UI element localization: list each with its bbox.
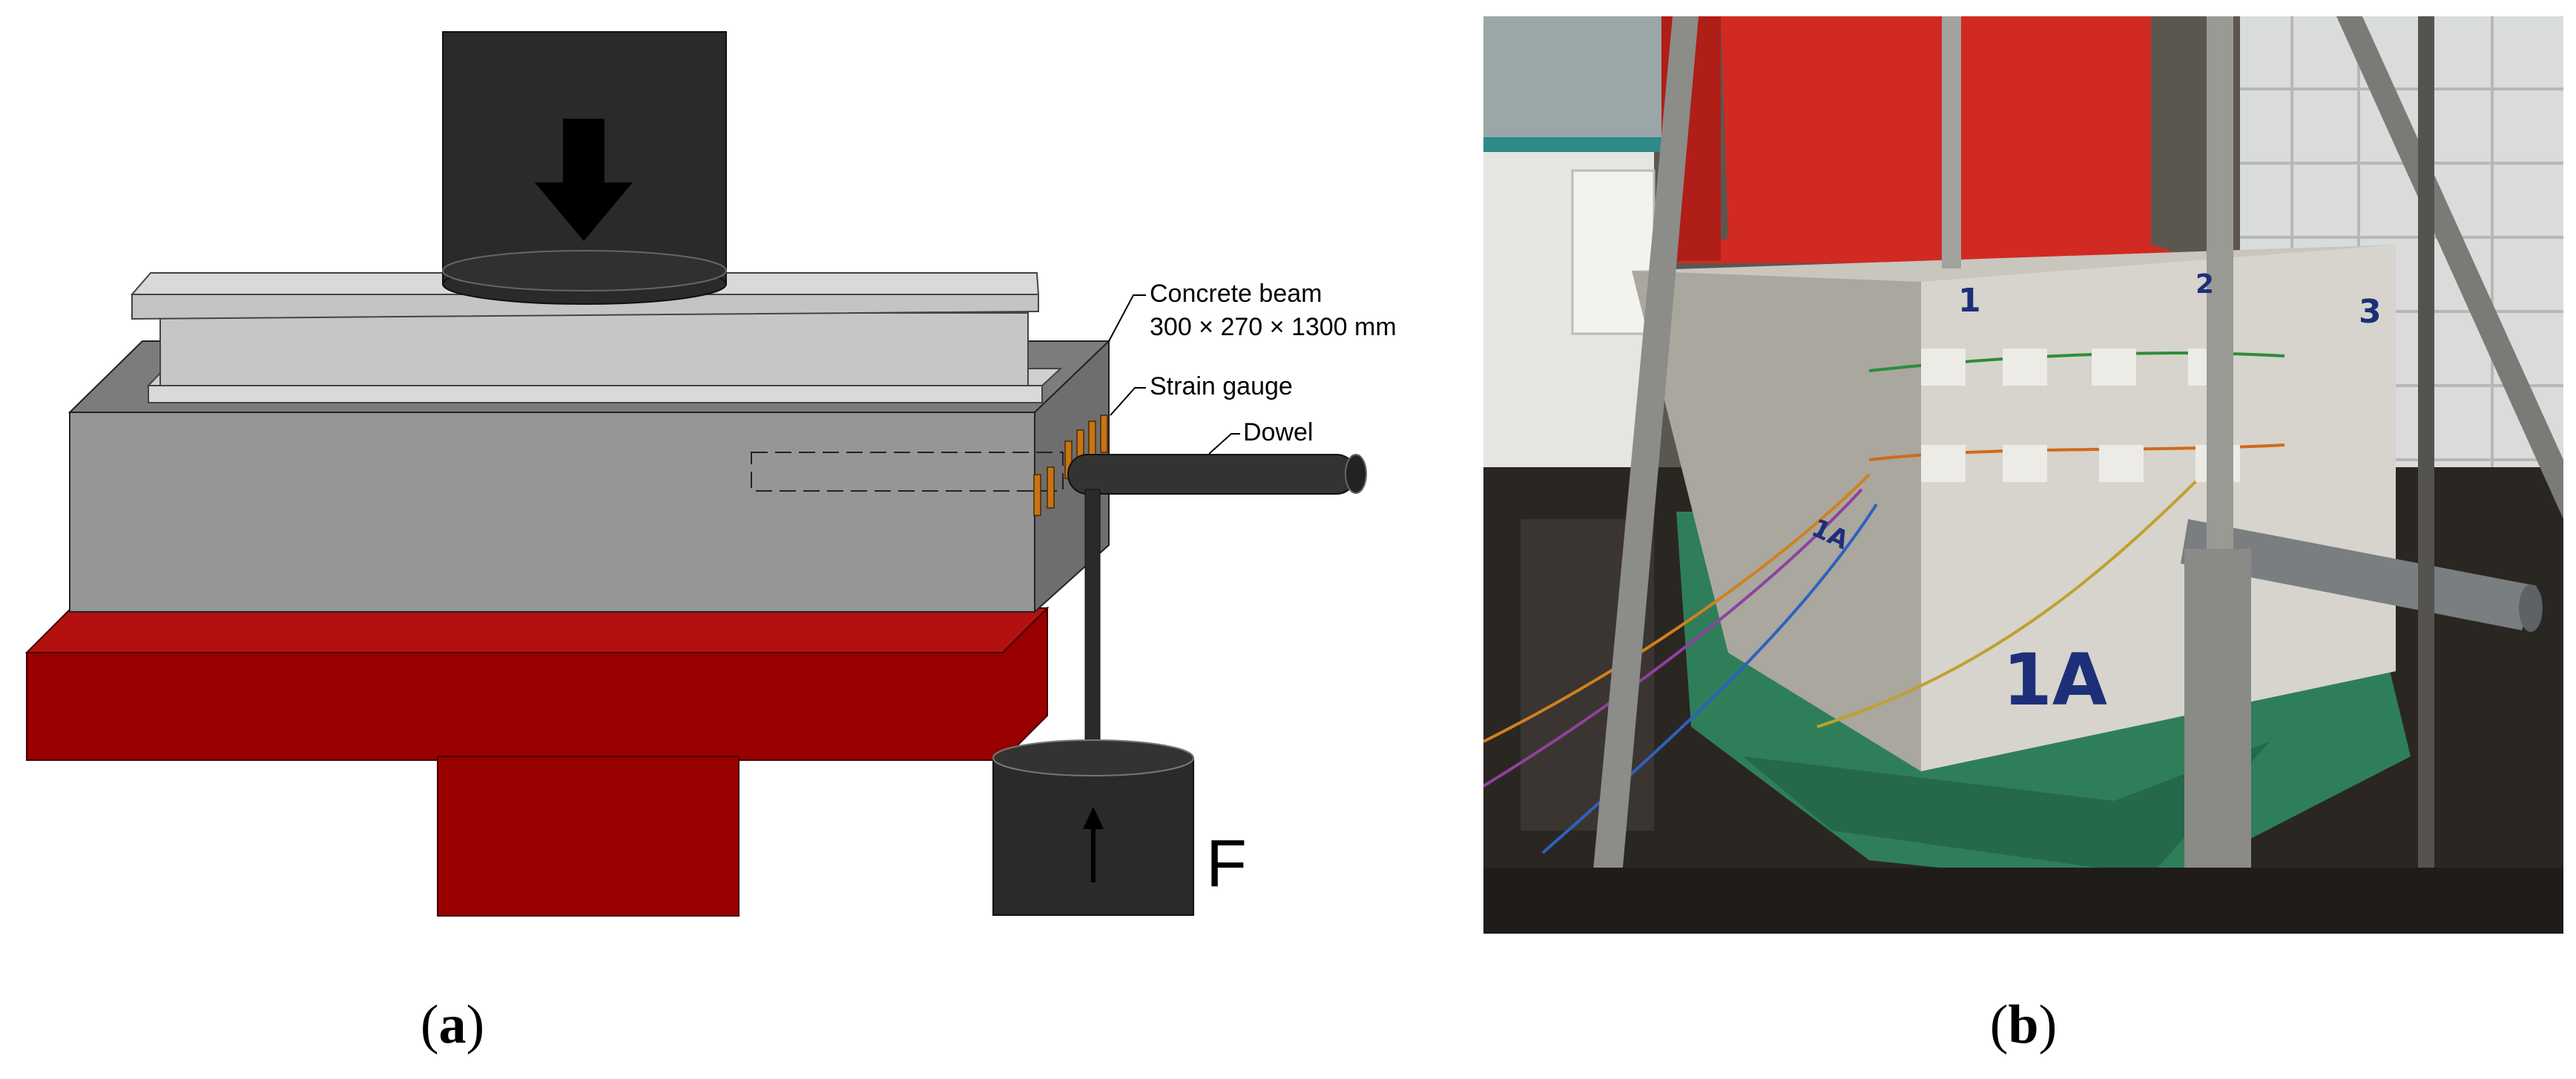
leader-lines [1108, 294, 1240, 455]
photo-mark-3: 3 [2359, 293, 2382, 331]
photo-mark-2: 2 [2195, 269, 2214, 300]
force-label: F [1206, 827, 1247, 901]
panel-a-caption: (a) [421, 994, 484, 1055]
dowel-label: Dowel [1243, 418, 1313, 446]
beam-name-label: Concrete beam [1150, 280, 1322, 308]
embedded-dowel-outline [751, 452, 1064, 492]
arrow-down-icon [535, 119, 633, 241]
lower-actuator [992, 739, 1194, 916]
photo-mark-1: 1 [1958, 282, 1981, 320]
loading-rod [1084, 489, 1101, 753]
dowel-bar [1067, 454, 1367, 495]
panel-a-schematic: Concrete beam 300 × 270 × 1300 mm Strain… [24, 31, 1397, 1055]
panel-b-caption: (b) [1990, 994, 2057, 1055]
red-support [24, 606, 1050, 917]
panel-b-photo: 1 2 3 1A 1A (b) [1483, 16, 2563, 1055]
press-head [442, 31, 727, 305]
photo-mark-1a-large: 1A [2003, 639, 2107, 722]
strain-gauge-label: Strain gauge [1150, 372, 1293, 400]
beam-dimensions-label: 300 × 270 × 1300 mm [1150, 313, 1397, 341]
arrow-up-icon [1083, 807, 1104, 829]
